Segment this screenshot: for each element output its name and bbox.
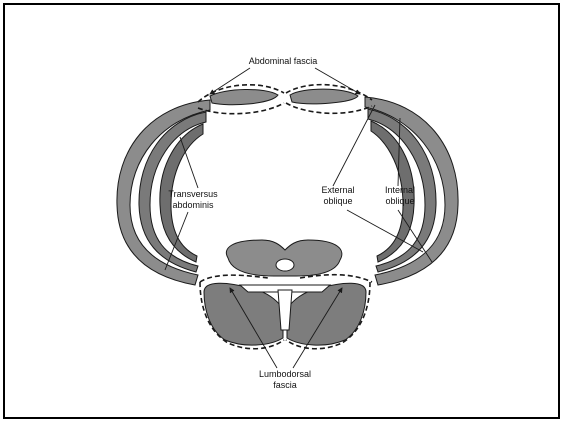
abdominal-fascia-label: Abdominal fascia: [249, 56, 318, 66]
external-oblique-label-line2: oblique: [323, 196, 352, 206]
rectus-abdominis: [210, 89, 358, 105]
lumbodorsal-fascia-label-line1: Lumbodorsal: [259, 369, 311, 379]
transversus-abdominis-label-line1: Transversus: [168, 189, 218, 199]
internal-oblique-label-line2: oblique: [385, 196, 414, 206]
lumbodorsal-fascia-label-line2: fascia: [273, 380, 297, 390]
vertebra-and-back-muscles: [204, 240, 366, 345]
internal-oblique-label-line1: Internal: [385, 185, 415, 195]
transversus-abdominis-label-line2: abdominis: [172, 200, 214, 210]
external-oblique-label-line1: External: [321, 185, 354, 195]
